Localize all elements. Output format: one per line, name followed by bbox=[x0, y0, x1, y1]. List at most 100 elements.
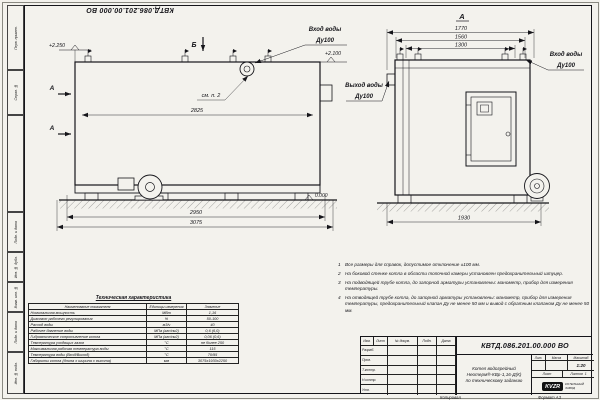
stamp-podp-data-2: Подп. и дата bbox=[7, 312, 24, 352]
tech-table: Наименование показателя Единицы измерени… bbox=[28, 303, 239, 364]
col-data: Дата bbox=[437, 337, 456, 346]
lifting-lugs-end bbox=[396, 47, 527, 61]
smoke-box bbox=[319, 84, 333, 102]
note-text: На боковой стенке котла в области топочн… bbox=[345, 270, 564, 276]
role-sign bbox=[418, 355, 437, 366]
stamp-empty bbox=[7, 115, 24, 212]
stamp-label: Подп. и дата bbox=[13, 320, 18, 344]
water-outlet-flange bbox=[386, 73, 396, 86]
role-nkontr: Н.контр. bbox=[361, 375, 388, 386]
section-mark-a2: А bbox=[49, 125, 55, 132]
level-2250: +2.250 bbox=[49, 43, 65, 49]
format-label: Формат А3 bbox=[538, 394, 561, 400]
note-text: На отводящей трубе котла, до запорной ар… bbox=[345, 294, 590, 313]
role-sign bbox=[418, 346, 437, 356]
stamp-label: Инв. № дубл. bbox=[13, 255, 18, 279]
company-logo: KVZR КОТЕЛЬНЫЙ ЗАВОД bbox=[532, 378, 594, 395]
stamp-label: Взам. инв. № bbox=[13, 285, 18, 309]
scale-value: 1:20 bbox=[568, 361, 594, 371]
cell-param: Габариты котла (длина х ширина х высота) bbox=[28, 357, 147, 364]
note-3: 3 На подводящей трубе котла, до запорной … bbox=[338, 280, 591, 293]
smoke-exhauster bbox=[524, 173, 550, 202]
stamp-label: Перв. примен. bbox=[13, 25, 18, 50]
water-inlet-flange bbox=[239, 61, 255, 77]
stamp-perv-primen: Перв. примен. bbox=[7, 5, 24, 70]
role-tkontr: Т.контр. bbox=[361, 365, 388, 376]
doc-number: КВТД.086.201.00.000 ВО bbox=[456, 337, 593, 355]
boiler-feet-end bbox=[397, 194, 528, 204]
mass-label: Масса bbox=[546, 355, 568, 361]
section-mark-b: Б bbox=[192, 42, 197, 49]
role-date bbox=[437, 385, 456, 395]
level-0000: 0.000 bbox=[315, 193, 328, 199]
role-date bbox=[437, 346, 456, 356]
sheets-count: 1 bbox=[584, 372, 587, 376]
cell-value: 3075х1930х2250 bbox=[186, 357, 239, 364]
role-sign bbox=[418, 385, 437, 395]
boiler-end-view bbox=[377, 47, 550, 212]
side-view-dimensions bbox=[56, 37, 347, 231]
dim-1300: 1300 bbox=[455, 43, 468, 49]
role-name bbox=[388, 385, 418, 395]
table-row: Габариты котла (длина х ширина х высота)… bbox=[28, 357, 239, 364]
product-name: Котел водогрейный Неотерм®-КВр-1,16-Д(К)… bbox=[456, 355, 531, 395]
boiler-drawing: 2825 2950 3075 +2.250 +2.100 0.000 А А Б… bbox=[49, 12, 584, 231]
note-number: 3 bbox=[338, 279, 341, 285]
dim-1770: 1770 bbox=[455, 26, 468, 32]
boiler-side-view bbox=[59, 49, 337, 209]
inlet-right-label-2: Ду100 bbox=[556, 63, 575, 69]
stamp-podp-data-1: Подп. и дата bbox=[7, 212, 24, 252]
company-logo-mark: KVZR bbox=[542, 382, 564, 391]
lit-value bbox=[532, 361, 546, 371]
col-izm: Изм. bbox=[361, 337, 374, 346]
outlet-label-2: Ду100 bbox=[354, 94, 373, 100]
company-sub-2: ЗАВОД bbox=[565, 385, 576, 390]
stamp-label: Подп. и дата bbox=[13, 220, 18, 244]
note-text: На подводящей трубе котла, до запорной а… bbox=[345, 279, 573, 292]
note-number: 1 bbox=[338, 262, 341, 267]
end-view-dimensions bbox=[346, 20, 584, 226]
title-block: Изм. Лист № докум. Подп. Дата Разраб. Пр… bbox=[360, 336, 594, 395]
see-note-label: см. п. 2 bbox=[202, 93, 221, 99]
lifting-lugs-side bbox=[84, 49, 272, 63]
role-name bbox=[388, 355, 418, 366]
company-logo-text: КОТЕЛЬНЫЙ ЗАВОД bbox=[565, 381, 584, 390]
tech-table-title: Техническая характеристика bbox=[95, 295, 172, 301]
col-doc: № докум. bbox=[388, 337, 418, 346]
drawing-frame bbox=[24, 5, 592, 394]
inlet-top-label-1: Вход воды bbox=[309, 27, 342, 33]
dim-2825: 2825 bbox=[190, 108, 204, 114]
stamp-inv-podl: Инв. № подл. bbox=[7, 352, 24, 394]
stamp-inv-dubl: Инв. № дубл. bbox=[7, 252, 24, 282]
stamp-sprav: Справ. № bbox=[7, 70, 24, 115]
dim-2950: 2950 bbox=[189, 210, 203, 216]
product-line-1: Котел водогрейный bbox=[472, 365, 516, 371]
role-name bbox=[388, 346, 418, 356]
copied-label: Копировал bbox=[440, 394, 461, 400]
role-date bbox=[437, 375, 456, 386]
role-utv: Утв. bbox=[361, 385, 388, 395]
company-sub-1: КОТЕЛЬНЫЙ bbox=[565, 381, 584, 386]
role-date bbox=[437, 355, 456, 366]
role-razrab: Разраб. bbox=[361, 346, 388, 356]
role-sign bbox=[418, 365, 437, 376]
section-mark-a1: А bbox=[49, 85, 55, 92]
product-line-2: Неотерм®-КВр-1,16-Д(К) bbox=[466, 371, 522, 377]
dim-1930: 1930 bbox=[458, 216, 471, 222]
role-prov: Пров. bbox=[361, 355, 388, 366]
outlet-label-1: Выход воды bbox=[345, 83, 384, 89]
inlet-right-label-1: Вход воды bbox=[550, 52, 583, 58]
mass-value bbox=[546, 361, 568, 371]
boiler-feet-side bbox=[84, 192, 309, 201]
role-name bbox=[388, 365, 418, 376]
sheet-label: Лист bbox=[532, 371, 563, 378]
col-podp: Подп. bbox=[418, 337, 437, 346]
